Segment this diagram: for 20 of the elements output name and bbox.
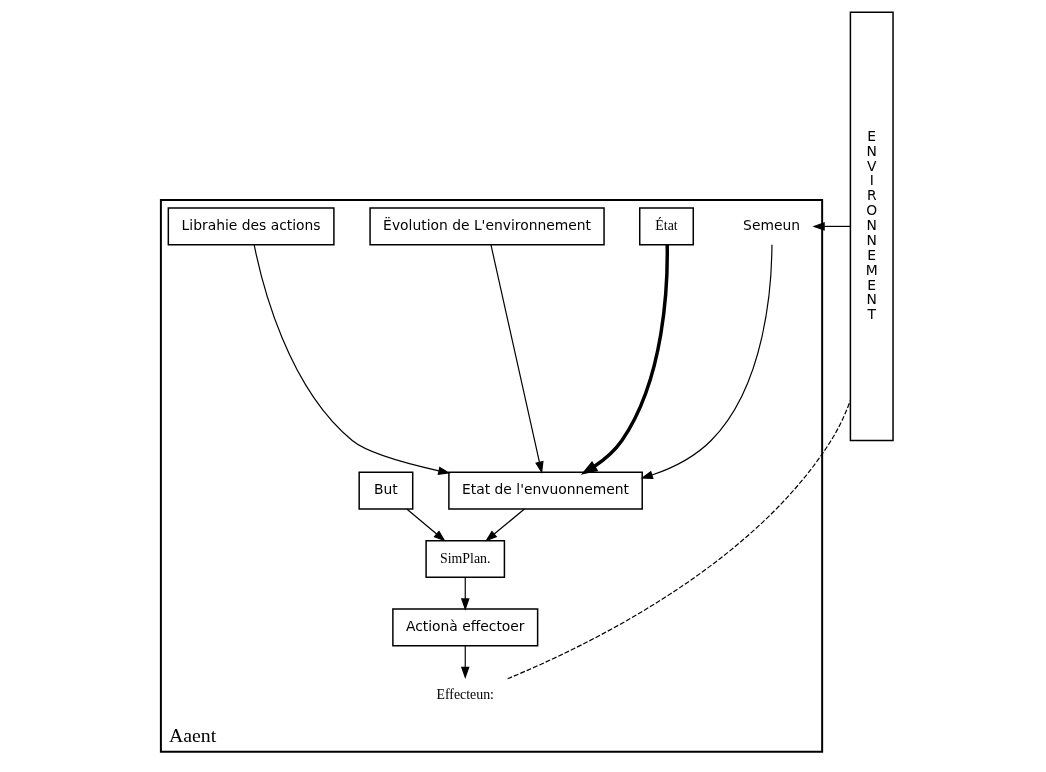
arrow <box>812 222 851 231</box>
node-box: Ëvolution de L'environnement <box>369 207 605 246</box>
node-box: Actionà effectoer <box>392 608 539 647</box>
arrow <box>460 645 470 680</box>
node-box: État <box>639 207 694 246</box>
arrow <box>253 244 451 475</box>
node-box: ENVIRONNEMENT <box>849 11 894 442</box>
connector <box>507 400 851 680</box>
arrow <box>580 244 669 475</box>
node-box: Librahie des actions <box>167 207 335 246</box>
node-text: Semeun <box>743 217 801 234</box>
arrow <box>640 244 773 480</box>
node-box: But <box>358 471 414 510</box>
arrow <box>406 508 446 542</box>
node-text: Effecteun: <box>436 687 494 703</box>
arrow <box>460 576 470 611</box>
arrow <box>490 244 544 474</box>
node-box: SimPlan. <box>425 539 506 579</box>
node-box: Etat de l'envuonnement <box>448 471 643 510</box>
arrow <box>485 508 526 542</box>
